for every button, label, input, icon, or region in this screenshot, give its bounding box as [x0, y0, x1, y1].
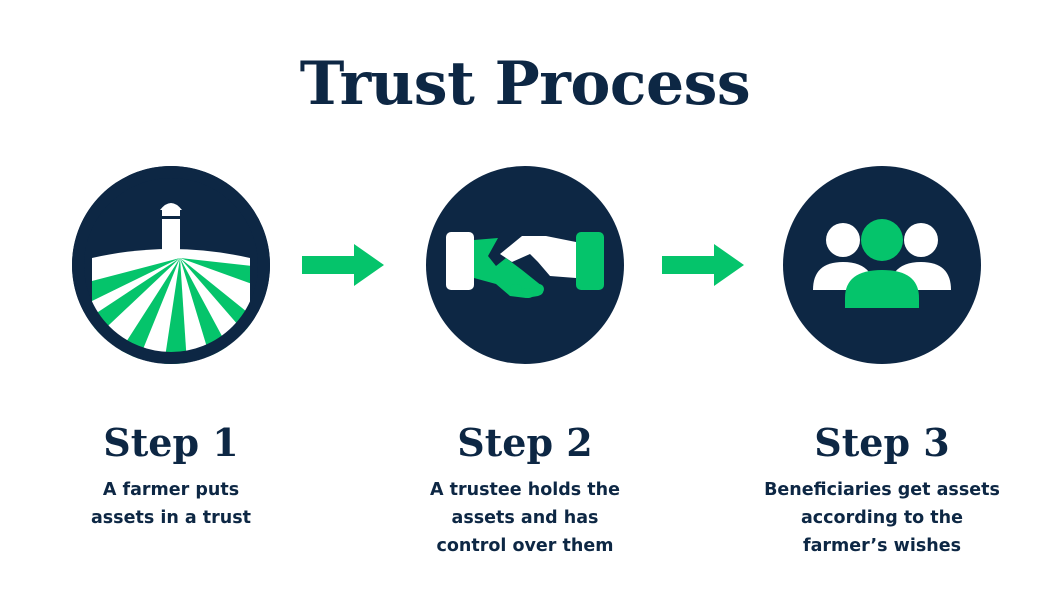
step-1-label: Step 1 [103, 420, 239, 465]
step-3-label: Step 3 [814, 420, 950, 465]
step-1: Step 1 A farmer puts assets in a trust [41, 166, 301, 532]
page-title: Trust Process [299, 49, 751, 119]
arrow-right-icon [662, 244, 744, 286]
farm-icon [72, 166, 270, 364]
step-2-label: Step 2 [457, 420, 593, 465]
step-2-description: A trustee holds the assets and has contr… [430, 480, 620, 556]
step-3-icon-circle [783, 166, 981, 364]
step-3-description: Beneficiaries get assets according to th… [764, 480, 1000, 556]
handshake-icon [446, 232, 604, 298]
step-1-description: A farmer puts assets in a trust [90, 480, 252, 528]
step-3: Step 3 Beneficiaries get assets accordin… [752, 166, 1012, 560]
arrow-right-icon [302, 244, 384, 286]
step-2-icon-circle [426, 166, 624, 364]
step-1-icon-circle [72, 166, 270, 364]
step-2: Step 2 A trustee holds the assets and ha… [395, 166, 655, 560]
people-icon [813, 219, 951, 308]
